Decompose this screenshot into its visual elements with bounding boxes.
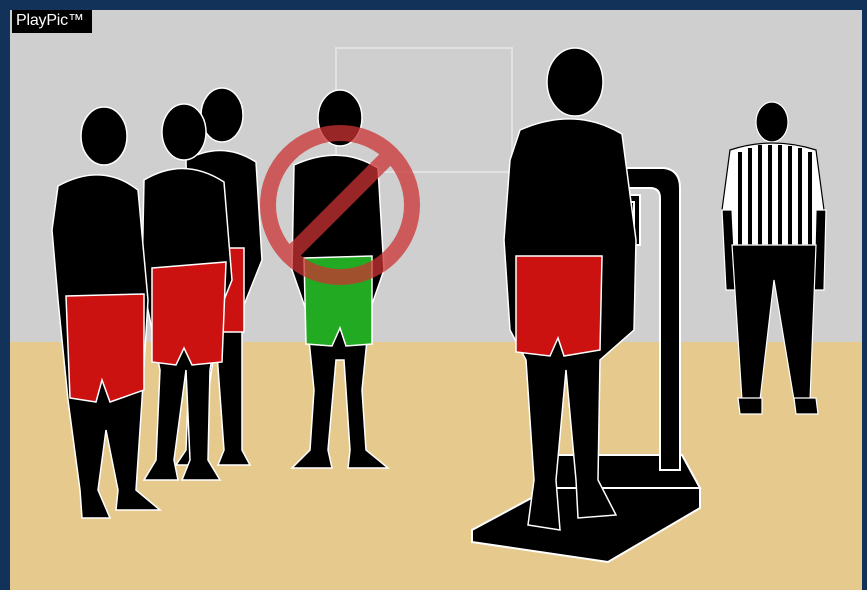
wall-frame [336,48,512,172]
illustration-frame: PlayPic™ [10,10,862,590]
wrestler-silhouette [52,107,160,518]
brand-label: PlayPic™ [12,10,92,33]
referee [722,102,826,414]
weigh-in-scene [10,10,862,590]
